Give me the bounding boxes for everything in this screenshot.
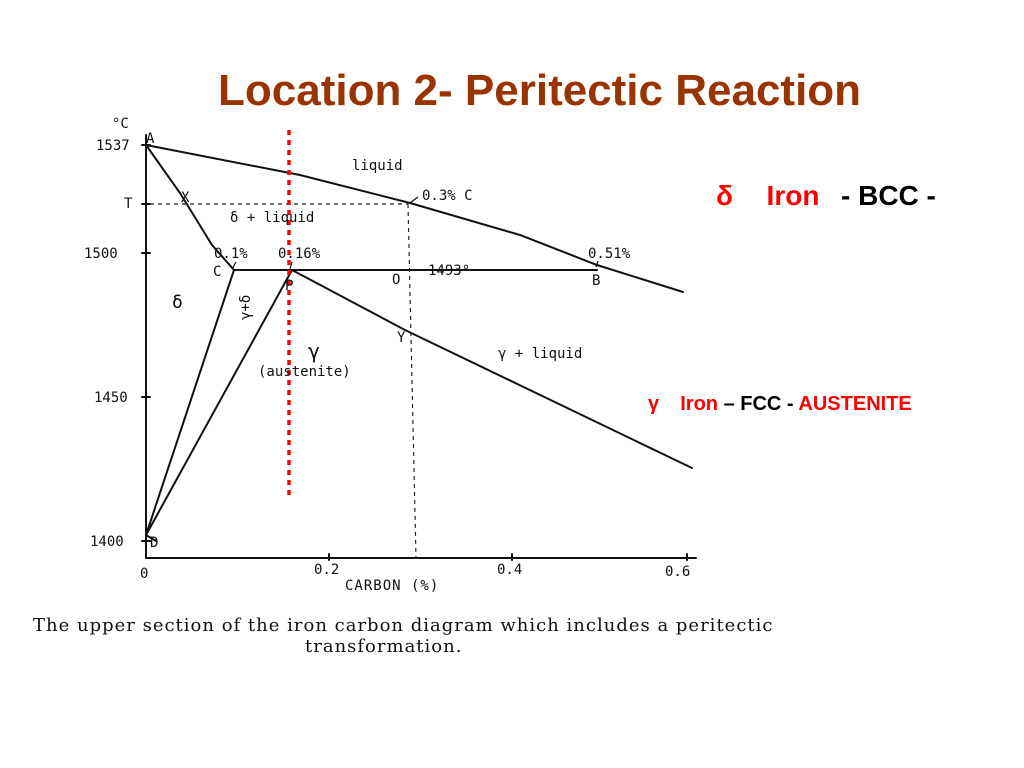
point-C: C (213, 264, 221, 280)
y-tick-1400: 1400 (90, 534, 124, 550)
label-gamma: γ (308, 339, 320, 363)
gamma-solvus-line (145, 269, 293, 536)
label-austenite: (austenite) (258, 364, 351, 380)
label-delta-liquid: δ + liquid (230, 210, 314, 226)
gamma-symbol: γ (648, 393, 660, 415)
label-delta: δ (172, 292, 183, 313)
label-gamma-delta: γ+δ (238, 295, 254, 320)
y-tick-1537: 1537 (96, 138, 130, 154)
slide-title: Location 2- Peritectic Reaction (218, 66, 862, 115)
x-tick-0.2: 0.2 (314, 562, 339, 578)
label-gamma-liquid: γ + liquid (498, 346, 582, 362)
y-tick-1450: 1450 (94, 390, 128, 406)
point-Y: Y (397, 330, 406, 346)
point-O: O (392, 272, 400, 288)
label-b-0.51: 0.51% (588, 246, 631, 262)
delta-liquidus-line (145, 144, 235, 271)
x-tick-0: 0 (140, 566, 148, 582)
caption-line-2: transformation. (305, 636, 463, 657)
y-tick-1500: 1500 (84, 246, 118, 262)
label-liquid: liquid (352, 158, 403, 174)
label-1493: 1493° (428, 263, 470, 279)
label-c-0.3: 0.3% C (422, 188, 473, 204)
point-P: P (285, 278, 293, 294)
label-c-0.1: 0.1% (214, 246, 248, 262)
y-tick-T: T (124, 196, 133, 212)
delta-structure: - BCC - (841, 180, 936, 211)
caption-line-1: The upper section of the iron carbon dia… (33, 615, 774, 636)
austenite-word: AUSTENITE (798, 393, 912, 415)
label-p-0.16: 0.16% (278, 246, 321, 262)
liquidus-line (145, 144, 684, 293)
x-axis-label: CARBON (%) (345, 578, 439, 594)
delta-iron-note: δ Iron - BCC - (716, 180, 936, 212)
point-A: A (146, 131, 155, 147)
x-tick-0.4: 0.4 (497, 562, 522, 578)
point-D: D (150, 535, 158, 551)
o3-dashed-line (407, 203, 417, 559)
gamma-iron-word: Iron (680, 393, 719, 415)
delta-symbol: δ (716, 180, 733, 211)
x-tick-0.6: 0.6 (665, 564, 690, 580)
gamma-solidus-line (291, 269, 693, 469)
y-unit-label: °C (112, 116, 129, 132)
delta-solvus-line (145, 269, 235, 536)
point-B: B (592, 273, 600, 289)
point-X: X (181, 190, 190, 206)
gamma-structure: – FCC - (723, 393, 794, 415)
delta-iron-word: Iron (766, 180, 820, 211)
figure-caption: The upper section of the iron carbon dia… (0, 615, 920, 657)
gamma-iron-note: γ Iron – FCC - AUSTENITE (648, 393, 912, 416)
